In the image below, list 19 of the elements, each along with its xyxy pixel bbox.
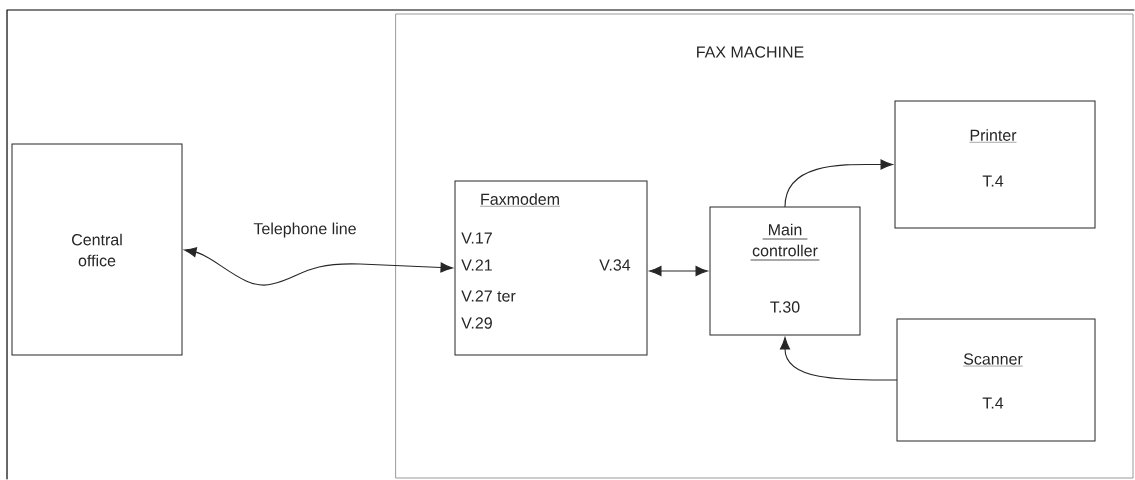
edge-label: Telephone line <box>252 221 358 239</box>
standard-label: V.27 ter <box>461 290 516 302</box>
heading: Printer <box>969 129 1017 143</box>
standard-label: V.29 <box>461 317 492 329</box>
standard-label: T.4 <box>982 175 1004 187</box>
heading: FAX MACHINE <box>697 46 804 58</box>
heading: Main controller <box>750 223 820 261</box>
arrow <box>784 159 893 208</box>
standard-label: V.17 <box>461 232 492 244</box>
arrow <box>184 247 453 286</box>
arrow <box>649 265 708 277</box>
standard-label: V.34 <box>599 259 631 271</box>
standard-label: V.21 <box>461 259 492 271</box>
heading: Scanner <box>963 353 1023 367</box>
block-label: Central office <box>72 233 122 267</box>
standard-label: T.4 <box>982 397 1004 409</box>
standard-label: T.30 <box>770 301 800 313</box>
arrow <box>779 337 898 381</box>
heading: Faxmodem <box>479 193 561 207</box>
